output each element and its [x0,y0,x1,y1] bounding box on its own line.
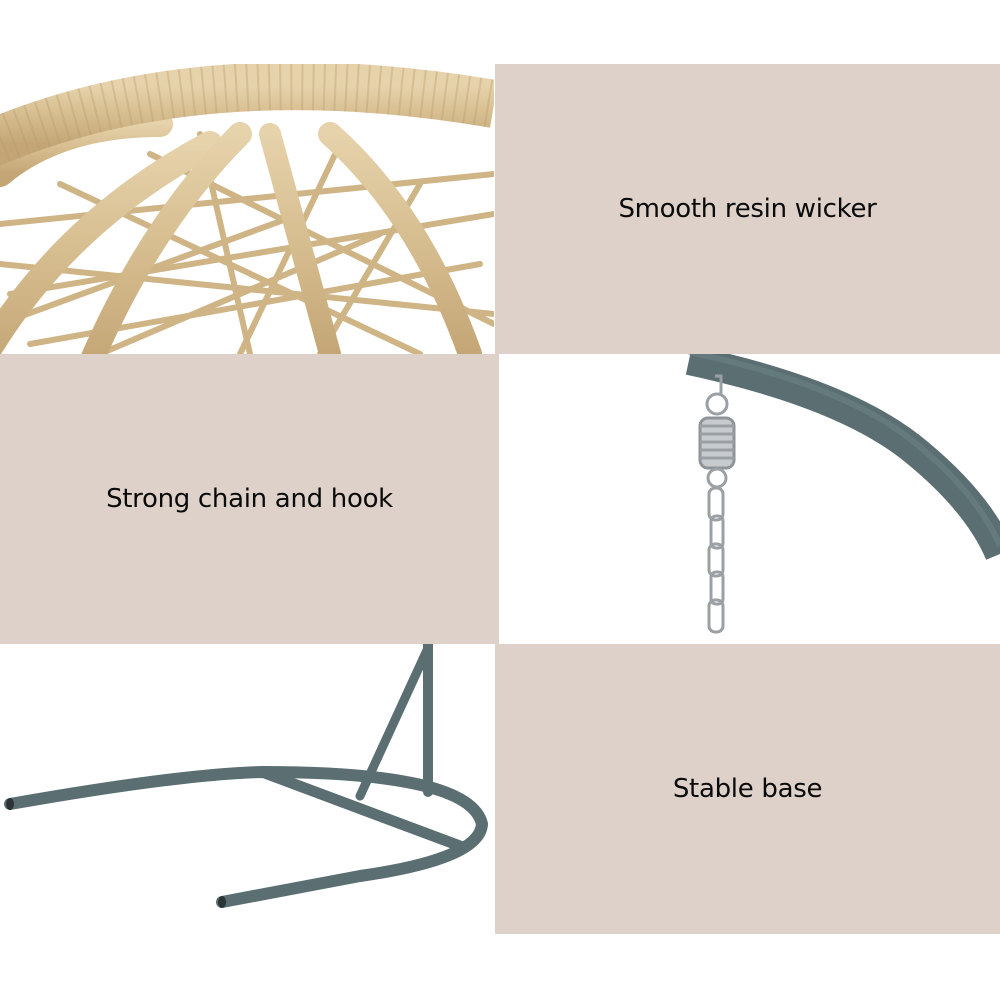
chain-hook-illustration [499,354,1000,644]
chain-photo [499,354,1000,644]
feature-panel-base: Stable base [495,644,1000,934]
wicker-photo [0,64,494,354]
wicker-illustration [0,64,494,354]
base-photo [0,644,494,934]
feature-caption-wicker: Smooth resin wicker [618,194,877,224]
stand-base-illustration [0,644,494,934]
feature-panel-wicker: Smooth resin wicker [495,64,1000,354]
feature-caption-base: Stable base [672,774,823,804]
feature-caption-chain: Strong chain and hook [106,484,393,514]
feature-panel-chain: Strong chain and hook [0,354,499,644]
